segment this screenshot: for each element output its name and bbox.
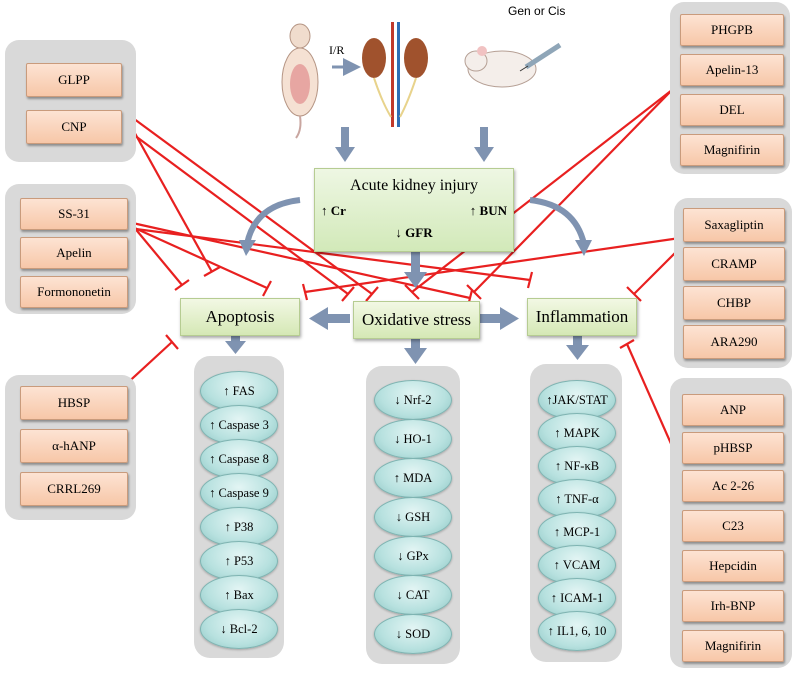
drug-magnifirin-2: Magnifirin (682, 630, 784, 662)
drug-magnifirin-1: Magnifirin (680, 134, 784, 166)
aki-title: Acute kidney injury (350, 177, 478, 194)
drug-apelin: Apelin (20, 237, 128, 269)
oxidative-marker: ↓ Nrf-2 (374, 380, 452, 420)
drug-saxagliptin: Saxagliptin (683, 208, 785, 242)
drug-ac-2-26: Ac 2-26 (682, 470, 784, 502)
drug-anp: ANP (682, 394, 784, 426)
drug-ss31: SS-31 (20, 198, 128, 230)
gen-cis-label: Gen or Cis (508, 4, 566, 18)
mouse-injection-illustration (460, 25, 570, 95)
drug-phbsp: pHBSP (682, 432, 784, 464)
oxidative-marker: ↓ HO-1 (374, 419, 452, 459)
oxidative-stress-box: Oxidative stress (353, 301, 480, 339)
apoptosis-marker: ↓ Bcl-2 (200, 609, 278, 649)
drug-hbsp: HBSP (20, 386, 128, 420)
oxidative-marker: ↓ CAT (374, 575, 452, 615)
flow-arrows (225, 58, 592, 364)
drug-irh-bnp: Irh-BNP (682, 590, 784, 622)
drug-alpha-hanp: α-hANP (20, 429, 128, 463)
apoptosis-marker: ↑ P53 (200, 541, 278, 581)
aki-bun: ↑ BUN (469, 203, 507, 218)
drug-glpp: GLPP (26, 63, 122, 97)
inhibition-lines (121, 89, 681, 456)
apoptosis-marker: ↑ Caspase 3 (200, 405, 278, 445)
apoptosis-marker: ↑ Caspase 8 (200, 439, 278, 479)
apoptosis-marker: ↑ FAS (200, 371, 278, 411)
drug-c23: C23 (682, 510, 784, 542)
rat-illustration (272, 22, 328, 140)
drug-cnp: CNP (26, 110, 122, 144)
drug-chbp: CHBP (683, 286, 785, 320)
apoptosis-box: Apoptosis (180, 298, 300, 336)
drug-ara290: ARA290 (683, 325, 785, 359)
drug-hepcidin: Hepcidin (682, 550, 784, 582)
drug-del: DEL (680, 94, 784, 126)
inflammation-box: Inflammation (527, 298, 637, 336)
drug-phgpb: PHGPB (680, 14, 784, 46)
kidney-illustration (360, 22, 430, 127)
drug-apelin-13: Apelin-13 (680, 54, 784, 86)
inflammation-marker: ↑ IL1, 6, 10 (538, 611, 616, 651)
drug-cramp: CRAMP (683, 247, 785, 281)
oxidative-marker: ↓ GSH (374, 497, 452, 537)
oxidative-marker: ↓ GPx (374, 536, 452, 576)
drug-crrl269: CRRL269 (20, 472, 128, 506)
oxidative-marker: ↑ MDA (374, 458, 452, 498)
acute-kidney-injury-box: Acute kidney injury ↑ Cr ↑ BUN ↓ GFR (314, 168, 514, 252)
ir-label: I/R (329, 43, 345, 57)
drug-formononetin: Formononetin (20, 276, 128, 308)
aki-cr: ↑ Cr (321, 203, 346, 218)
apoptosis-marker: ↑ Caspase 9 (200, 473, 278, 513)
aki-gfr: ↓ GFR (395, 225, 433, 240)
oxidative-marker: ↓ SOD (374, 614, 452, 654)
